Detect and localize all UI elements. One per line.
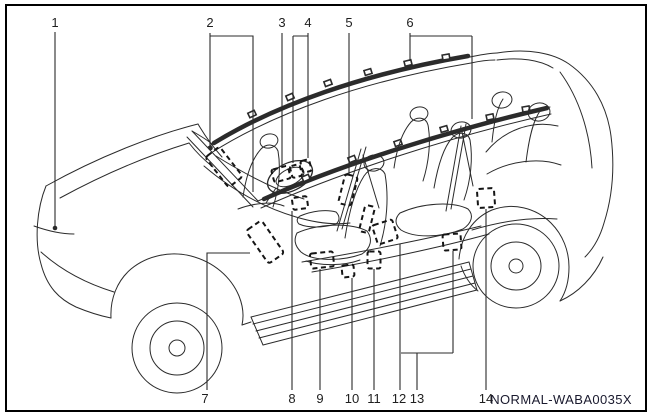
rear-rim — [490, 241, 542, 291]
second-row-cushion — [395, 203, 472, 237]
third-row-bench-cushion — [486, 160, 562, 175]
marker-box-4a — [289, 163, 303, 179]
curtain-airbag-far-rail — [207, 52, 498, 154]
third-row-near-headrest — [527, 102, 551, 122]
leader-lines — [52, 32, 487, 390]
front-passenger-seatback — [242, 144, 280, 208]
front-wheel — [110, 253, 244, 394]
callout-number-11: 11 — [367, 391, 381, 406]
callout-number-2: 2 — [206, 15, 214, 30]
callout-number-1: 1 — [51, 15, 59, 30]
second-row-far-seatback — [393, 117, 430, 182]
rear-hub — [508, 258, 524, 274]
marker-box-rear-seat-side — [358, 204, 376, 234]
second-row-near-headrest — [450, 121, 472, 139]
marker-box-2-passenger-airbag — [205, 146, 243, 188]
leader-4 — [292, 33, 309, 163]
callout-number-10: 10 — [344, 391, 360, 406]
callout-number-3: 3 — [278, 15, 286, 30]
curtain-airbag-near-rail — [257, 105, 552, 209]
leader-13 — [401, 251, 454, 390]
front-tire — [131, 302, 223, 394]
pillar-struts-and-belts — [336, 123, 474, 232]
leader-6 — [409, 33, 473, 119]
front-wheel-arch — [110, 253, 244, 326]
callout-number-13: 13 — [409, 391, 425, 406]
third-row-bench-back — [485, 123, 559, 153]
curtain-airbag-near-band — [261, 105, 550, 202]
marker-box-13 — [441, 232, 463, 252]
callout-number-8: 8 — [288, 391, 296, 406]
marker-box-10 — [340, 263, 356, 279]
callout-number-9: 9 — [316, 391, 324, 406]
center-console — [296, 210, 340, 228]
front-seat-belt — [362, 154, 380, 209]
rear-wheel-arch — [458, 205, 570, 302]
front-rim — [149, 320, 205, 376]
marker-box-4b — [299, 158, 313, 174]
front-passenger-headrest — [259, 133, 279, 149]
c-pillar — [445, 125, 462, 212]
marker-box-14 — [475, 187, 497, 209]
rear-bumper-lower — [559, 256, 604, 302]
front-fascia — [36, 185, 112, 319]
driver-cushion — [294, 224, 371, 260]
marker-box-9 — [308, 250, 336, 270]
steering-column — [265, 187, 277, 204]
rear-roof-and-pillar — [496, 50, 614, 258]
rear-tire — [472, 223, 560, 309]
hood-crease — [59, 142, 190, 199]
callout-number-4: 4 — [304, 15, 312, 30]
leader-2 — [209, 33, 254, 192]
callout-number-6: 6 — [406, 15, 414, 30]
marker-box-5-seat-side — [337, 173, 359, 207]
a-pillar-inner — [186, 136, 254, 208]
callout-number-5: 5 — [345, 15, 353, 30]
callout-number-7: 7 — [201, 391, 209, 406]
rear-seat-belt — [461, 131, 474, 187]
callout-number-14: 14 — [478, 391, 494, 406]
rear-wheel — [458, 205, 570, 309]
rocker-sill-lines — [241, 261, 479, 346]
floor-lines — [301, 218, 558, 273]
bumper-crease — [40, 251, 115, 293]
second-row-far-headrest — [409, 106, 429, 122]
leader-dot-1 — [52, 225, 58, 231]
leader-7 — [206, 252, 250, 390]
driver-headrest — [363, 154, 385, 172]
third-row-far-headrest — [491, 91, 513, 109]
curtain-airbag-far-band — [211, 53, 471, 146]
marker-box-11 — [366, 250, 382, 270]
hood-top — [45, 123, 199, 187]
marker-box-8 — [290, 195, 310, 211]
tailgate-inner — [559, 71, 593, 169]
a-pillar-outer — [191, 130, 259, 202]
front-hub — [168, 339, 186, 357]
figure-code-label: NORMAL-WABA0035X — [490, 392, 632, 407]
leader-dot-2 — [208, 145, 213, 151]
driver-seatback — [344, 168, 388, 247]
vehicle-body-outline — [33, 50, 614, 346]
marker-box-7-knee — [245, 220, 285, 264]
rear-window-line — [496, 58, 554, 69]
callout-number-12: 12 — [391, 391, 407, 406]
marker-box-3 — [270, 164, 292, 184]
seats — [237, 91, 562, 266]
b-pillar — [336, 148, 362, 232]
grille-line — [33, 225, 75, 235]
component-markers — [205, 146, 497, 279]
